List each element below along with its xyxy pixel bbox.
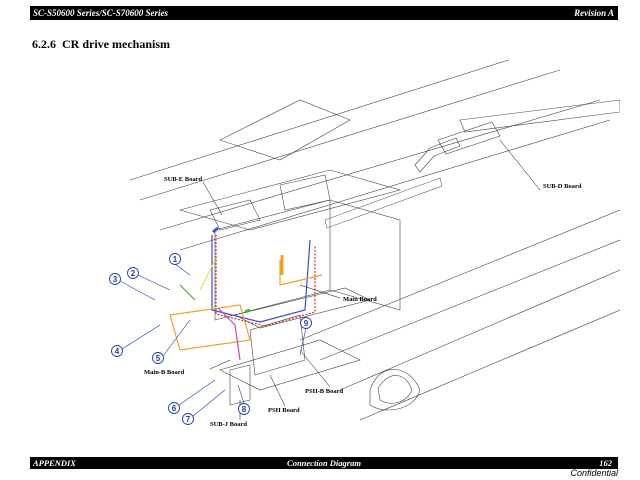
- leader-main-b: [209, 359, 231, 370]
- label-psh: PSH Board: [268, 407, 300, 414]
- cable-green: [179, 284, 196, 301]
- cable-blue: [211, 235, 311, 323]
- leader-sub-d: [499, 139, 541, 191]
- callout-leader-4: [121, 324, 161, 350]
- ffc-bend: [414, 137, 461, 173]
- header-revision: Revision A: [574, 8, 614, 18]
- rail-line: [159, 99, 601, 231]
- callout-leader-3: [119, 280, 156, 301]
- frame-part: [219, 99, 351, 161]
- leader-psh-b: [299, 349, 331, 388]
- leader-psh: [269, 374, 286, 407]
- label-sub-j: SUB-J Board: [210, 421, 247, 428]
- ffc-cable-upper: [459, 99, 620, 133]
- connector-blue: [212, 226, 219, 234]
- cable-magenta: [217, 307, 241, 361]
- carriage-body: [214, 199, 331, 321]
- rail-line: [339, 269, 620, 391]
- callout-circle-1: [169, 253, 181, 265]
- label-sub-d: SUB-D Board: [543, 183, 582, 190]
- rail-line: [319, 239, 620, 361]
- callout-circle-3: [109, 273, 121, 285]
- rail-line: [359, 309, 620, 421]
- callout-circle-6: [168, 402, 180, 414]
- callout-circle-7: [182, 413, 194, 425]
- ffc-cable: [324, 177, 443, 229]
- callout-leader-8: [237, 384, 245, 404]
- frame-part: [178, 169, 402, 231]
- sub-j-board-shape: [229, 364, 251, 406]
- callout-number-3: 3: [113, 275, 118, 284]
- callout-number-8: 8: [242, 405, 247, 414]
- callout-circle-2: [127, 267, 139, 279]
- callout-number-4: 4: [115, 347, 120, 356]
- callout-number-9: 9: [304, 319, 309, 328]
- callout-leader-2: [137, 274, 171, 291]
- callout-circle-4: [111, 345, 123, 357]
- footer-title: Connection Diagram: [287, 458, 361, 468]
- label-main: Main Board: [343, 296, 377, 303]
- rail-line: [129, 60, 510, 181]
- sub-d-board-shape: [437, 121, 501, 155]
- callout-number-7: 7: [186, 415, 191, 424]
- section-title: CR drive mechanism: [62, 37, 170, 51]
- carriage-plate: [234, 287, 371, 329]
- grip-part: [369, 369, 421, 411]
- callout-number-6: 6: [172, 404, 177, 413]
- callout-circle-8: [238, 403, 250, 415]
- cable-orange: [279, 260, 323, 286]
- confidential-mark: Confidential: [570, 468, 618, 478]
- rail-line: [179, 119, 611, 251]
- cable-orange-loop: [169, 304, 251, 351]
- rail-line: [139, 69, 561, 201]
- sub-e-board-upper: [279, 174, 331, 211]
- callout-number-2: 2: [131, 269, 136, 278]
- leader-main: [299, 284, 341, 299]
- callout-leader-5: [162, 319, 191, 357]
- label-psh-b: PSH-B Board: [305, 388, 343, 395]
- page-number: 162: [599, 458, 612, 468]
- footer-appendix: APPENDIX: [33, 458, 76, 468]
- callout-number-1: 1: [173, 255, 178, 264]
- psh-board-shape: [249, 314, 306, 376]
- rail-line: [299, 209, 620, 341]
- header-bar: SC-S50600 Series/SC-S70600 Series Revisi…: [30, 6, 618, 20]
- carriage-base: [219, 339, 361, 391]
- cable-yellow: [199, 259, 216, 291]
- header-model: SC-S50600 Series/SC-S70600 Series: [33, 8, 169, 18]
- cr-drive-diagram: SUB-E Board SUB-D Board Main Board Main-…: [109, 60, 620, 428]
- label-main-b: Main-B Board: [144, 369, 185, 376]
- callout-leader-1: [174, 263, 191, 276]
- leader-sub-e: [202, 181, 223, 216]
- carriage-side: [329, 199, 401, 311]
- grip-inner: [377, 375, 413, 404]
- callout-leader-6: [178, 379, 216, 406]
- footer-bar: APPENDIX Connection Diagram 162: [30, 457, 618, 469]
- callout-circle-5: [152, 352, 164, 364]
- callout-leader-9: [299, 327, 307, 356]
- section-number: 6.2.6: [32, 37, 56, 51]
- callout-number-5: 5: [156, 354, 161, 363]
- connector-green: [244, 308, 251, 314]
- callout-leader-7: [192, 389, 226, 417]
- sub-e-board-shape: [209, 199, 261, 231]
- section-heading: 6.2.6 CR drive mechanism: [32, 37, 170, 52]
- label-sub-e: SUB-E Board: [164, 176, 202, 183]
